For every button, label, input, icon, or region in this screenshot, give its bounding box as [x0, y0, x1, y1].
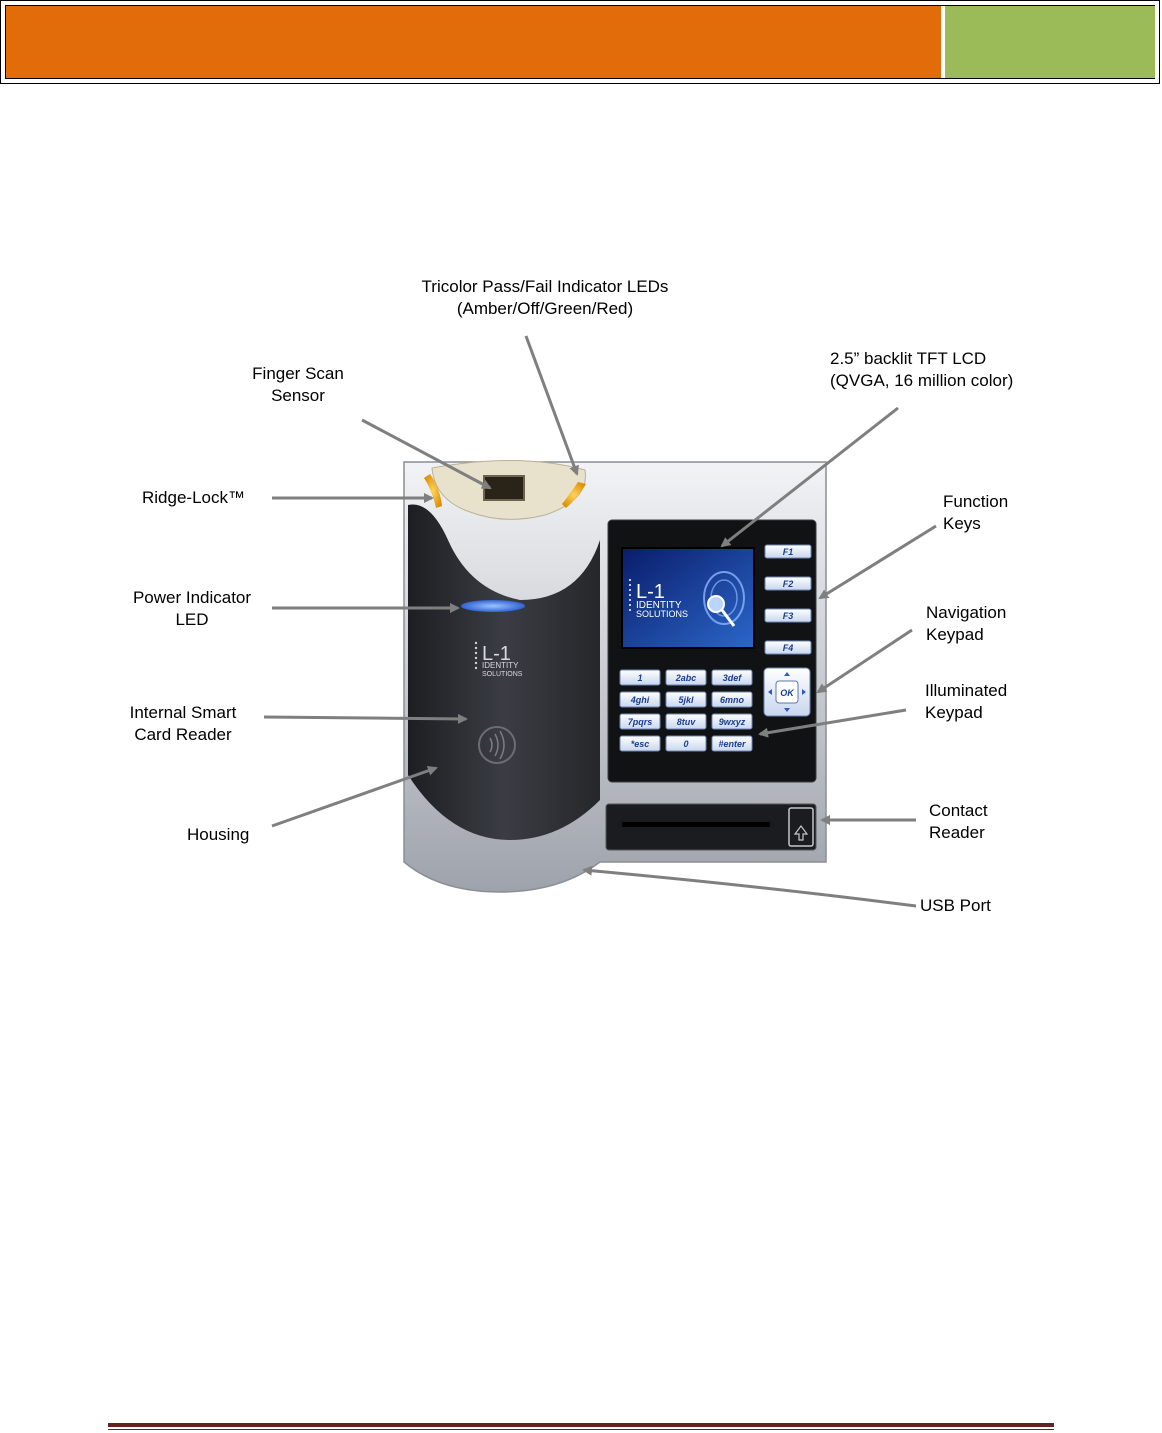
- fingerprint-icon: [703, 571, 745, 625]
- label-tricolor-leds: Tricolor Pass/Fail Indicator LEDs (Amber…: [421, 277, 669, 318]
- label-ridge-lock: Ridge-Lock™: [142, 488, 245, 507]
- keypad-key: [711, 691, 753, 708]
- body-logo-line2: SOLUTIONS: [482, 671, 523, 678]
- keypad-key-label: #enter: [718, 739, 746, 749]
- function-key-label: F2: [783, 579, 794, 589]
- keypad-key: [665, 713, 707, 730]
- keypad-key-label: 3def: [723, 673, 743, 683]
- label-usb-port: USB Port: [920, 896, 991, 915]
- function-key-f4: [764, 640, 812, 655]
- keypad-key: [619, 713, 661, 730]
- keypad-key: [665, 735, 707, 752]
- keypad-key: [665, 691, 707, 708]
- label-lcd: 2.5” backlit TFT LCD (QVGA, 16 million c…: [830, 349, 1014, 390]
- header-orange-bar: [6, 6, 941, 78]
- keypad-key: [665, 669, 707, 686]
- card-insert-icon: [788, 807, 814, 847]
- label-contact-reader: Contact Reader: [929, 801, 988, 842]
- label-navigation-keypad: Navigation Keypad: [926, 603, 1007, 644]
- keypad-key: [711, 713, 753, 730]
- power-led: [461, 600, 525, 612]
- keypad-key-label: 7pqrs: [628, 717, 653, 727]
- arrow-housing: [271, 765, 438, 828]
- arrow-finger-scan: [361, 418, 492, 490]
- keypad-key: [711, 669, 753, 686]
- keypad-key: [711, 735, 753, 752]
- function-key-f2: [764, 576, 812, 591]
- footer-rule: [108, 1423, 1054, 1427]
- arrow-smart-card: [263, 713, 468, 724]
- keypad-key: [619, 735, 661, 752]
- keypad-key-label: 5jkl: [678, 695, 694, 705]
- arrow-illuminated-keypad: [758, 708, 907, 738]
- magnifier-icon: [707, 595, 725, 613]
- header-green-bar: [945, 6, 1155, 78]
- contactless-icon: [478, 726, 516, 764]
- body-logo-brand: L-1: [482, 643, 511, 665]
- ok-label: OK: [780, 688, 795, 698]
- keypad-key-label: 0: [683, 739, 688, 749]
- lcd-brand: L-1: [636, 581, 665, 603]
- led-right: [562, 482, 586, 508]
- arrow-tricolor-leds: [524, 335, 579, 476]
- label-function-keys: Function Keys: [943, 492, 1009, 533]
- callout-arrows: [263, 335, 937, 908]
- label-finger-scan: Finger Scan Sensor: [252, 364, 344, 405]
- lcd-logo: [629, 579, 631, 611]
- arrow-lcd: [720, 406, 899, 548]
- arrow-function-keys: [818, 524, 937, 600]
- footer-rule-thin: [108, 1429, 1054, 1430]
- function-key-f1: [764, 544, 812, 559]
- keypad-key-label: 8tuv: [677, 717, 697, 727]
- label-power-led: Power Indicator LED: [132, 588, 252, 629]
- keypad-key: [619, 691, 661, 708]
- device-dark-body: [408, 504, 600, 840]
- lcd-line1: IDENTITY: [636, 600, 682, 611]
- label-illuminated-keypad: Illuminated Keypad: [925, 681, 1008, 722]
- function-key-label: F4: [783, 643, 794, 653]
- label-smart-card: Internal Smart Card Reader: [129, 703, 237, 744]
- lcd-screen: [621, 547, 755, 649]
- keypad-key-label: 4ghi: [630, 695, 650, 705]
- led-left: [424, 474, 442, 508]
- arrow-navigation-keypad: [816, 628, 913, 694]
- function-key-label: F3: [783, 611, 794, 621]
- body-logo-line1: IDENTITY: [482, 661, 519, 670]
- keypad-key-label: 1: [637, 673, 642, 683]
- keypad-key-label: 9wxyz: [719, 717, 746, 727]
- function-key-label: F1: [783, 547, 794, 557]
- numeric-keypad: 1 2abc 3def 4ghi 5jkl 6mno 7pqrs 8tuv 9wxyz *esc 0…: [619, 669, 753, 752]
- function-key-f3: [764, 608, 812, 623]
- ok-button: [775, 680, 799, 704]
- body-logo: [474, 641, 478, 670]
- keypad-key-label: *esc: [631, 739, 650, 749]
- keypad-key-label: 6mno: [720, 695, 745, 705]
- label-housing: Housing: [187, 825, 250, 844]
- arrow-usb-port: [582, 865, 917, 908]
- keypad-key: [619, 669, 661, 686]
- keypad-key-label: 2abc: [675, 673, 697, 683]
- lcd-line2: SOLUTIONS: [636, 609, 688, 619]
